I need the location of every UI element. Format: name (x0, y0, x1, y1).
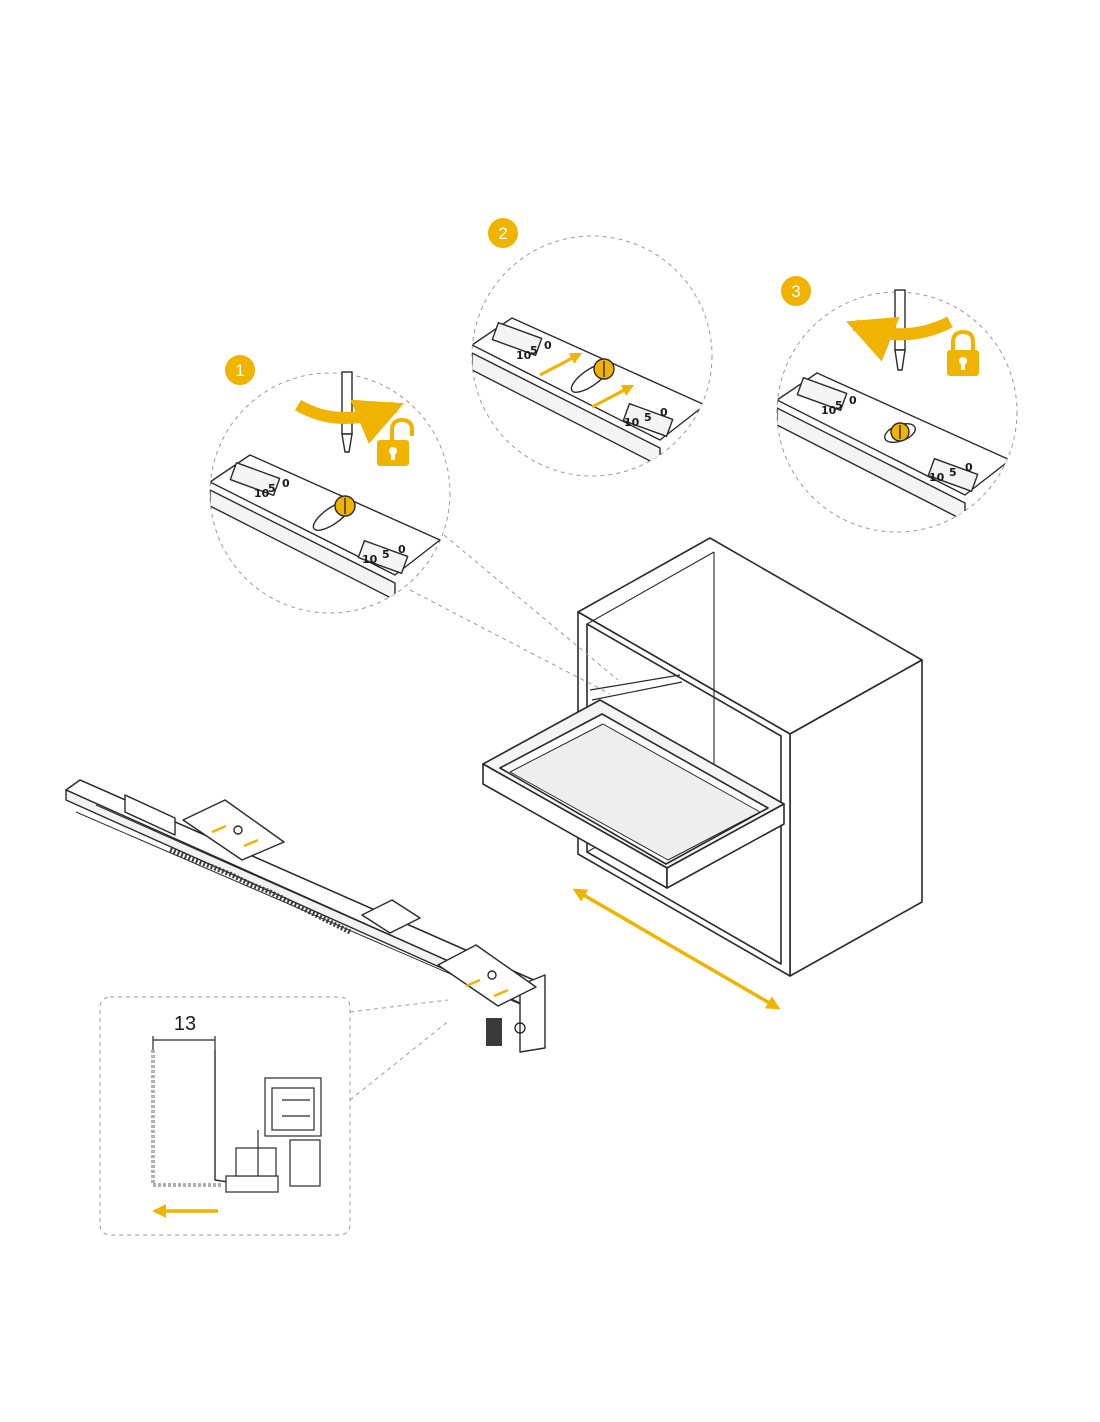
drawer (482, 674, 785, 889)
svg-text:10: 10 (516, 349, 532, 362)
step-3-badge (781, 276, 811, 306)
rotate-arrow (294, 399, 404, 444)
detail-leader-lines (409, 529, 619, 695)
svg-text:0: 0 (544, 339, 552, 352)
svg-text:5: 5 (644, 411, 652, 424)
svg-text:5: 5 (835, 399, 843, 412)
adjust-arrow-lower (591, 384, 635, 409)
step-1-detail: 0 5 10 0 5 10 1 (209, 355, 451, 614)
step-2-scale-left: 0 5 10 (516, 339, 552, 362)
svg-text:10: 10 (362, 553, 378, 566)
cross-section-detail: 13 (99, 996, 351, 1236)
step-3-scale-right: 0 5 10 (929, 461, 973, 484)
step-1-badge (225, 355, 255, 385)
svg-text:5: 5 (949, 466, 957, 479)
detail-box-leader (349, 999, 451, 1101)
step-3-detail: 0 5 10 0 5 10 3 (776, 276, 1018, 533)
slide-rail (65, 779, 546, 1053)
step-1-scale-right: 0 5 10 (362, 543, 406, 566)
unlock-icon (377, 417, 414, 466)
rotate-arrow (846, 316, 953, 362)
svg-text:0: 0 (282, 477, 290, 490)
svg-text:0: 0 (849, 394, 857, 407)
svg-text:3: 3 (791, 282, 800, 301)
svg-text:10: 10 (929, 471, 945, 484)
step-1-scale-left: 0 5 10 (254, 477, 290, 500)
svg-text:0: 0 (965, 461, 973, 474)
svg-text:1: 1 (235, 361, 244, 380)
step-2-scale-right: 0 5 10 (624, 406, 668, 429)
svg-text:5: 5 (382, 548, 390, 561)
svg-text:5: 5 (530, 344, 538, 357)
svg-text:5: 5 (268, 482, 276, 495)
svg-text:10: 10 (821, 404, 837, 417)
svg-text:10: 10 (254, 487, 270, 500)
screwdriver (341, 371, 353, 453)
dimension-label: 13 (174, 1013, 196, 1035)
step-3-scale-left: 0 5 10 (821, 394, 857, 417)
svg-text:0: 0 (660, 406, 668, 419)
svg-text:2: 2 (498, 224, 507, 243)
adjust-arrow-upper (539, 352, 583, 377)
svg-text:10: 10 (624, 416, 640, 429)
lock-icon (947, 329, 979, 376)
step-2-detail: 0 5 10 0 5 10 2 (471, 218, 713, 477)
drawer-motion-arrow (572, 888, 781, 1010)
step-2-badge (488, 218, 518, 248)
svg-text:0: 0 (398, 543, 406, 556)
